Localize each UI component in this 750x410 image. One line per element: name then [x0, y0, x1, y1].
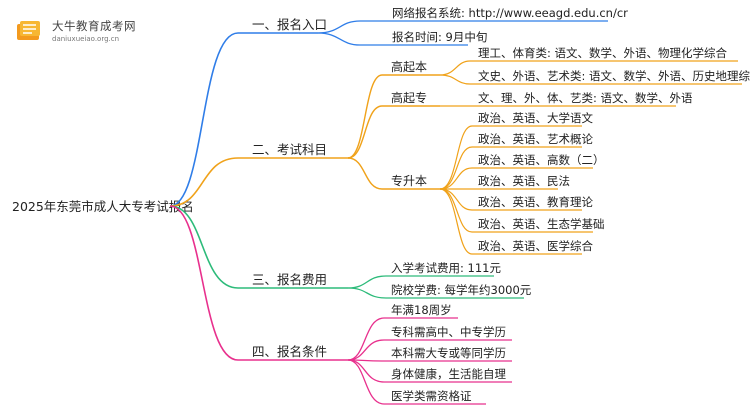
site-logo: 大牛教育成考网 daniuxueiao.org.cn — [14, 16, 164, 48]
leaf-item: 年满18周岁 — [391, 303, 452, 317]
leaf-item: 政治、英语、医学综合 — [478, 239, 593, 253]
leaf-item: 网络报名系统: http://www.eeagd.edu.cn/cr — [392, 6, 628, 20]
group-label: 专升本 — [391, 173, 427, 188]
leaf-item: 政治、英语、民法 — [478, 174, 570, 188]
leaf-item: 理工、体育类: 语文、数学、外语、物理化学综合 — [478, 46, 728, 60]
leaf-item: 医学类需资格证 — [391, 389, 472, 403]
group-label: 高起专 — [391, 90, 427, 105]
branch-exam-subjects: 二、考试科目 高起本 高起专 专升本 理工、体育类: 语文、数学、外语、物理化学… — [169, 46, 750, 255]
branch-label: 一、报名入口 — [252, 17, 327, 32]
leaf-item: 本科需大专或等同学历 — [391, 346, 506, 360]
leaf-item: 文、理、外、体、艺类: 语文、数学、外语 — [478, 91, 693, 105]
branch-label: 四、报名条件 — [252, 344, 327, 359]
branch-registration-conditions: 四、报名条件 年满18周岁 专科需高中、中专学历 本科需大专或等同学历 身体健康… — [169, 205, 512, 405]
leaf-item: 专科需高中、中专学历 — [391, 325, 506, 339]
leaf-item: 院校学费: 每学年约3000元 — [391, 283, 532, 297]
leaf-item: 身体健康，生活能自理 — [391, 367, 506, 381]
leaf-item: 入学考试费用: 111元 — [391, 261, 501, 275]
logo-name: 大牛教育成考网 — [52, 19, 136, 33]
leaf-item: 报名时间: 9月中旬 — [392, 30, 487, 44]
branch-label: 三、报名费用 — [252, 272, 327, 287]
root-node: 2025年东莞市成人大专考试报名 — [12, 199, 194, 214]
leaf-item: 政治、英语、大学语文 — [478, 111, 593, 125]
leaf-item: 政治、英语、教育理论 — [478, 195, 593, 209]
logo-url: daniuxueiao.org.cn — [52, 35, 120, 43]
group-label: 高起本 — [391, 59, 427, 74]
branch-label: 二、考试科目 — [252, 142, 327, 157]
leaf-item: 政治、英语、生态学基础 — [478, 217, 605, 231]
book-logo-icon — [17, 21, 40, 40]
leaf-item: 政治、英语、高数（二） — [478, 153, 605, 167]
leaf-item: 文史、外语、艺术类: 语文、数学、外语、历史地理综合 — [478, 69, 750, 83]
branch-registration-entry: 一、报名入口 网络报名系统: http://www.eeagd.edu.cn/c… — [169, 6, 628, 207]
branch-registration-fees: 三、报名费用 入学考试费用: 111元 院校学费: 每学年约3000元 — [169, 205, 532, 299]
leaf-item: 政治、英语、艺术概论 — [478, 132, 593, 146]
